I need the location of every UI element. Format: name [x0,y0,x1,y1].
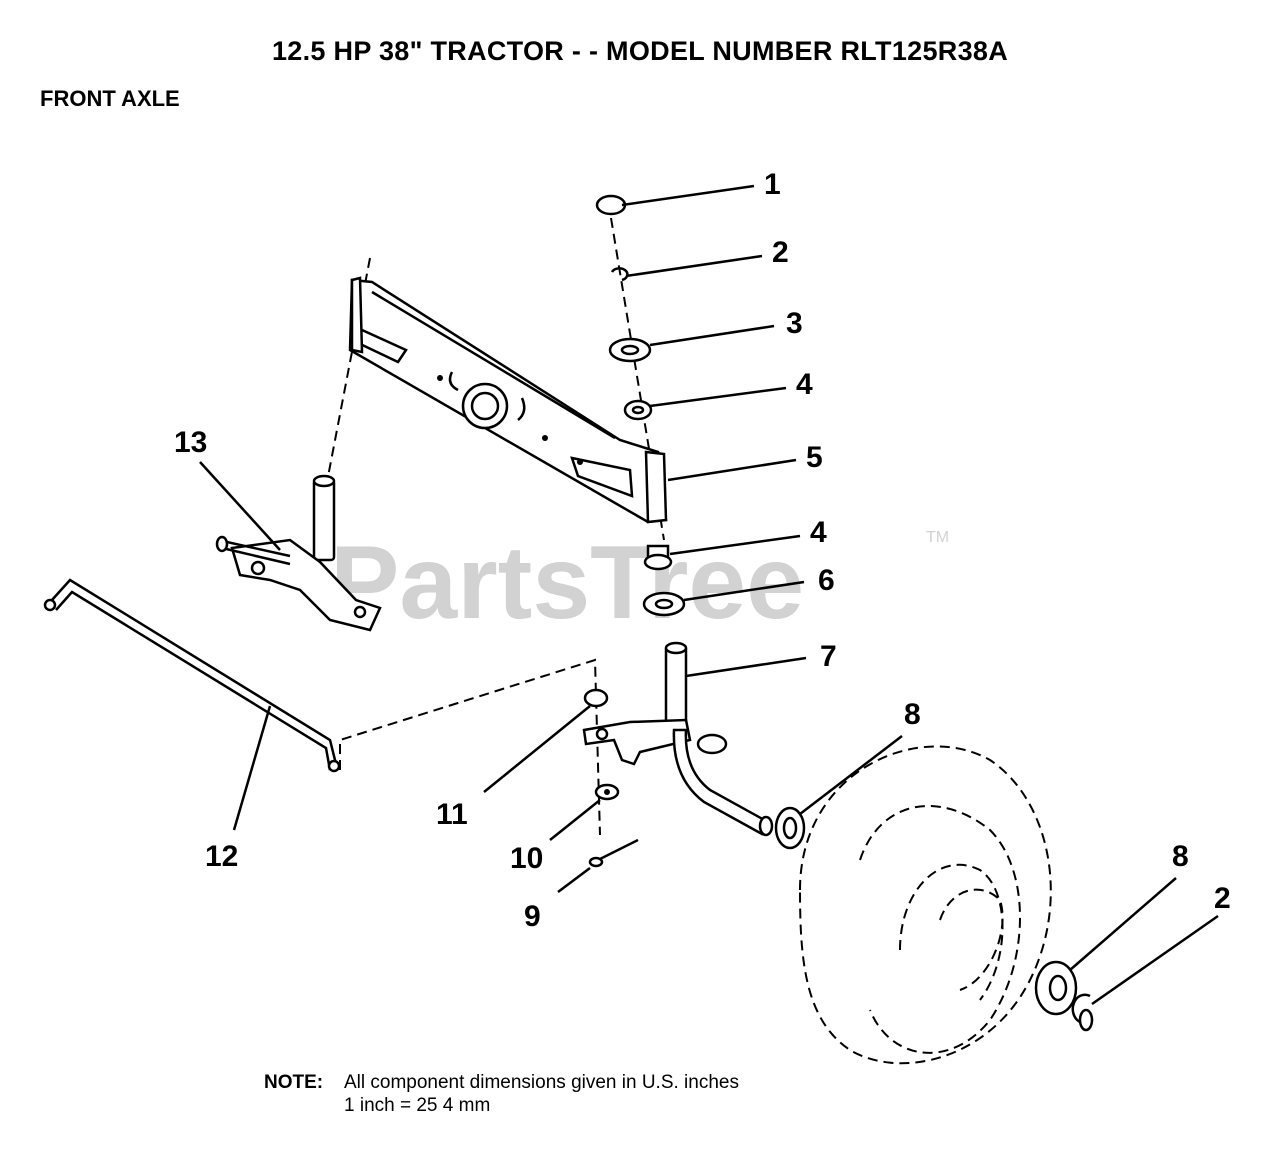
leader-10 [549,799,601,841]
cotter-pin [588,838,639,868]
leader-11 [483,705,591,793]
front-wheel [798,745,1052,1065]
leader-4a [649,386,787,408]
section-title: FRONT AXLE [40,86,180,111]
leader-2a [625,254,763,278]
callout-6: 6 [818,564,835,597]
callout-9: 9 [524,900,541,933]
leader-7 [685,656,807,678]
leader-3 [649,324,775,347]
callout-8: 8 [904,698,921,731]
drag-link [43,578,341,773]
leader-12 [232,705,272,831]
callout-7: 7 [820,640,837,673]
callout-8-outer: 8 [1172,840,1189,873]
note-line-1: All component dimensions given in U.S. i… [344,1072,739,1093]
leader-13 [199,461,281,551]
washer-6 [642,591,686,617]
callout-5: 5 [806,441,823,474]
callout-4-lower: 4 [810,516,827,549]
cap [595,194,627,216]
callout-3: 3 [786,307,803,340]
washer-10 [594,783,620,801]
callout-1: 1 [764,168,781,201]
leader-1 [621,184,755,207]
retaining-ring-outer [1071,993,1094,1032]
callout-2-outer: 2 [1214,882,1231,915]
callout-12: 12 [205,840,238,873]
leader-2b [1091,914,1219,1006]
callout-10: 10 [510,842,543,875]
assembly-line-drag-link [339,658,601,836]
washer-large-top [608,337,652,363]
note-line-2: 1 inch = 25 4 mm [344,1095,491,1116]
callout-2: 2 [772,236,789,269]
assembly-line-right [610,217,665,541]
right-spindle [582,641,774,837]
leader-6 [683,580,805,602]
washer-8-outer [1034,960,1078,1016]
bushing-bottom [643,544,673,571]
callout-11: 11 [436,798,468,831]
page-title: 12.5 HP 38" TRACTOR - - MODEL NUMBER RLT… [271,36,1009,66]
watermark-trademark: TM [926,529,949,546]
watermark-text: PartsTree [330,525,804,641]
leader-4b [669,534,801,556]
note-label: NOTE: [264,1072,324,1093]
nut-11 [583,688,609,708]
leader-5 [667,458,797,482]
leader-8b [1069,877,1177,971]
retaining-ring-top [610,267,629,282]
left-spindle [215,474,382,632]
dimension-note: NOTE: All component dimensions given in U… [264,1071,739,1117]
callout-13: 13 [174,426,207,459]
leader-9 [557,867,591,893]
callout-4: 4 [796,368,813,401]
front-axle-beam [348,276,668,524]
washer-8-inner [774,806,806,850]
leader-8a [799,735,903,815]
bushing-top [623,399,653,421]
